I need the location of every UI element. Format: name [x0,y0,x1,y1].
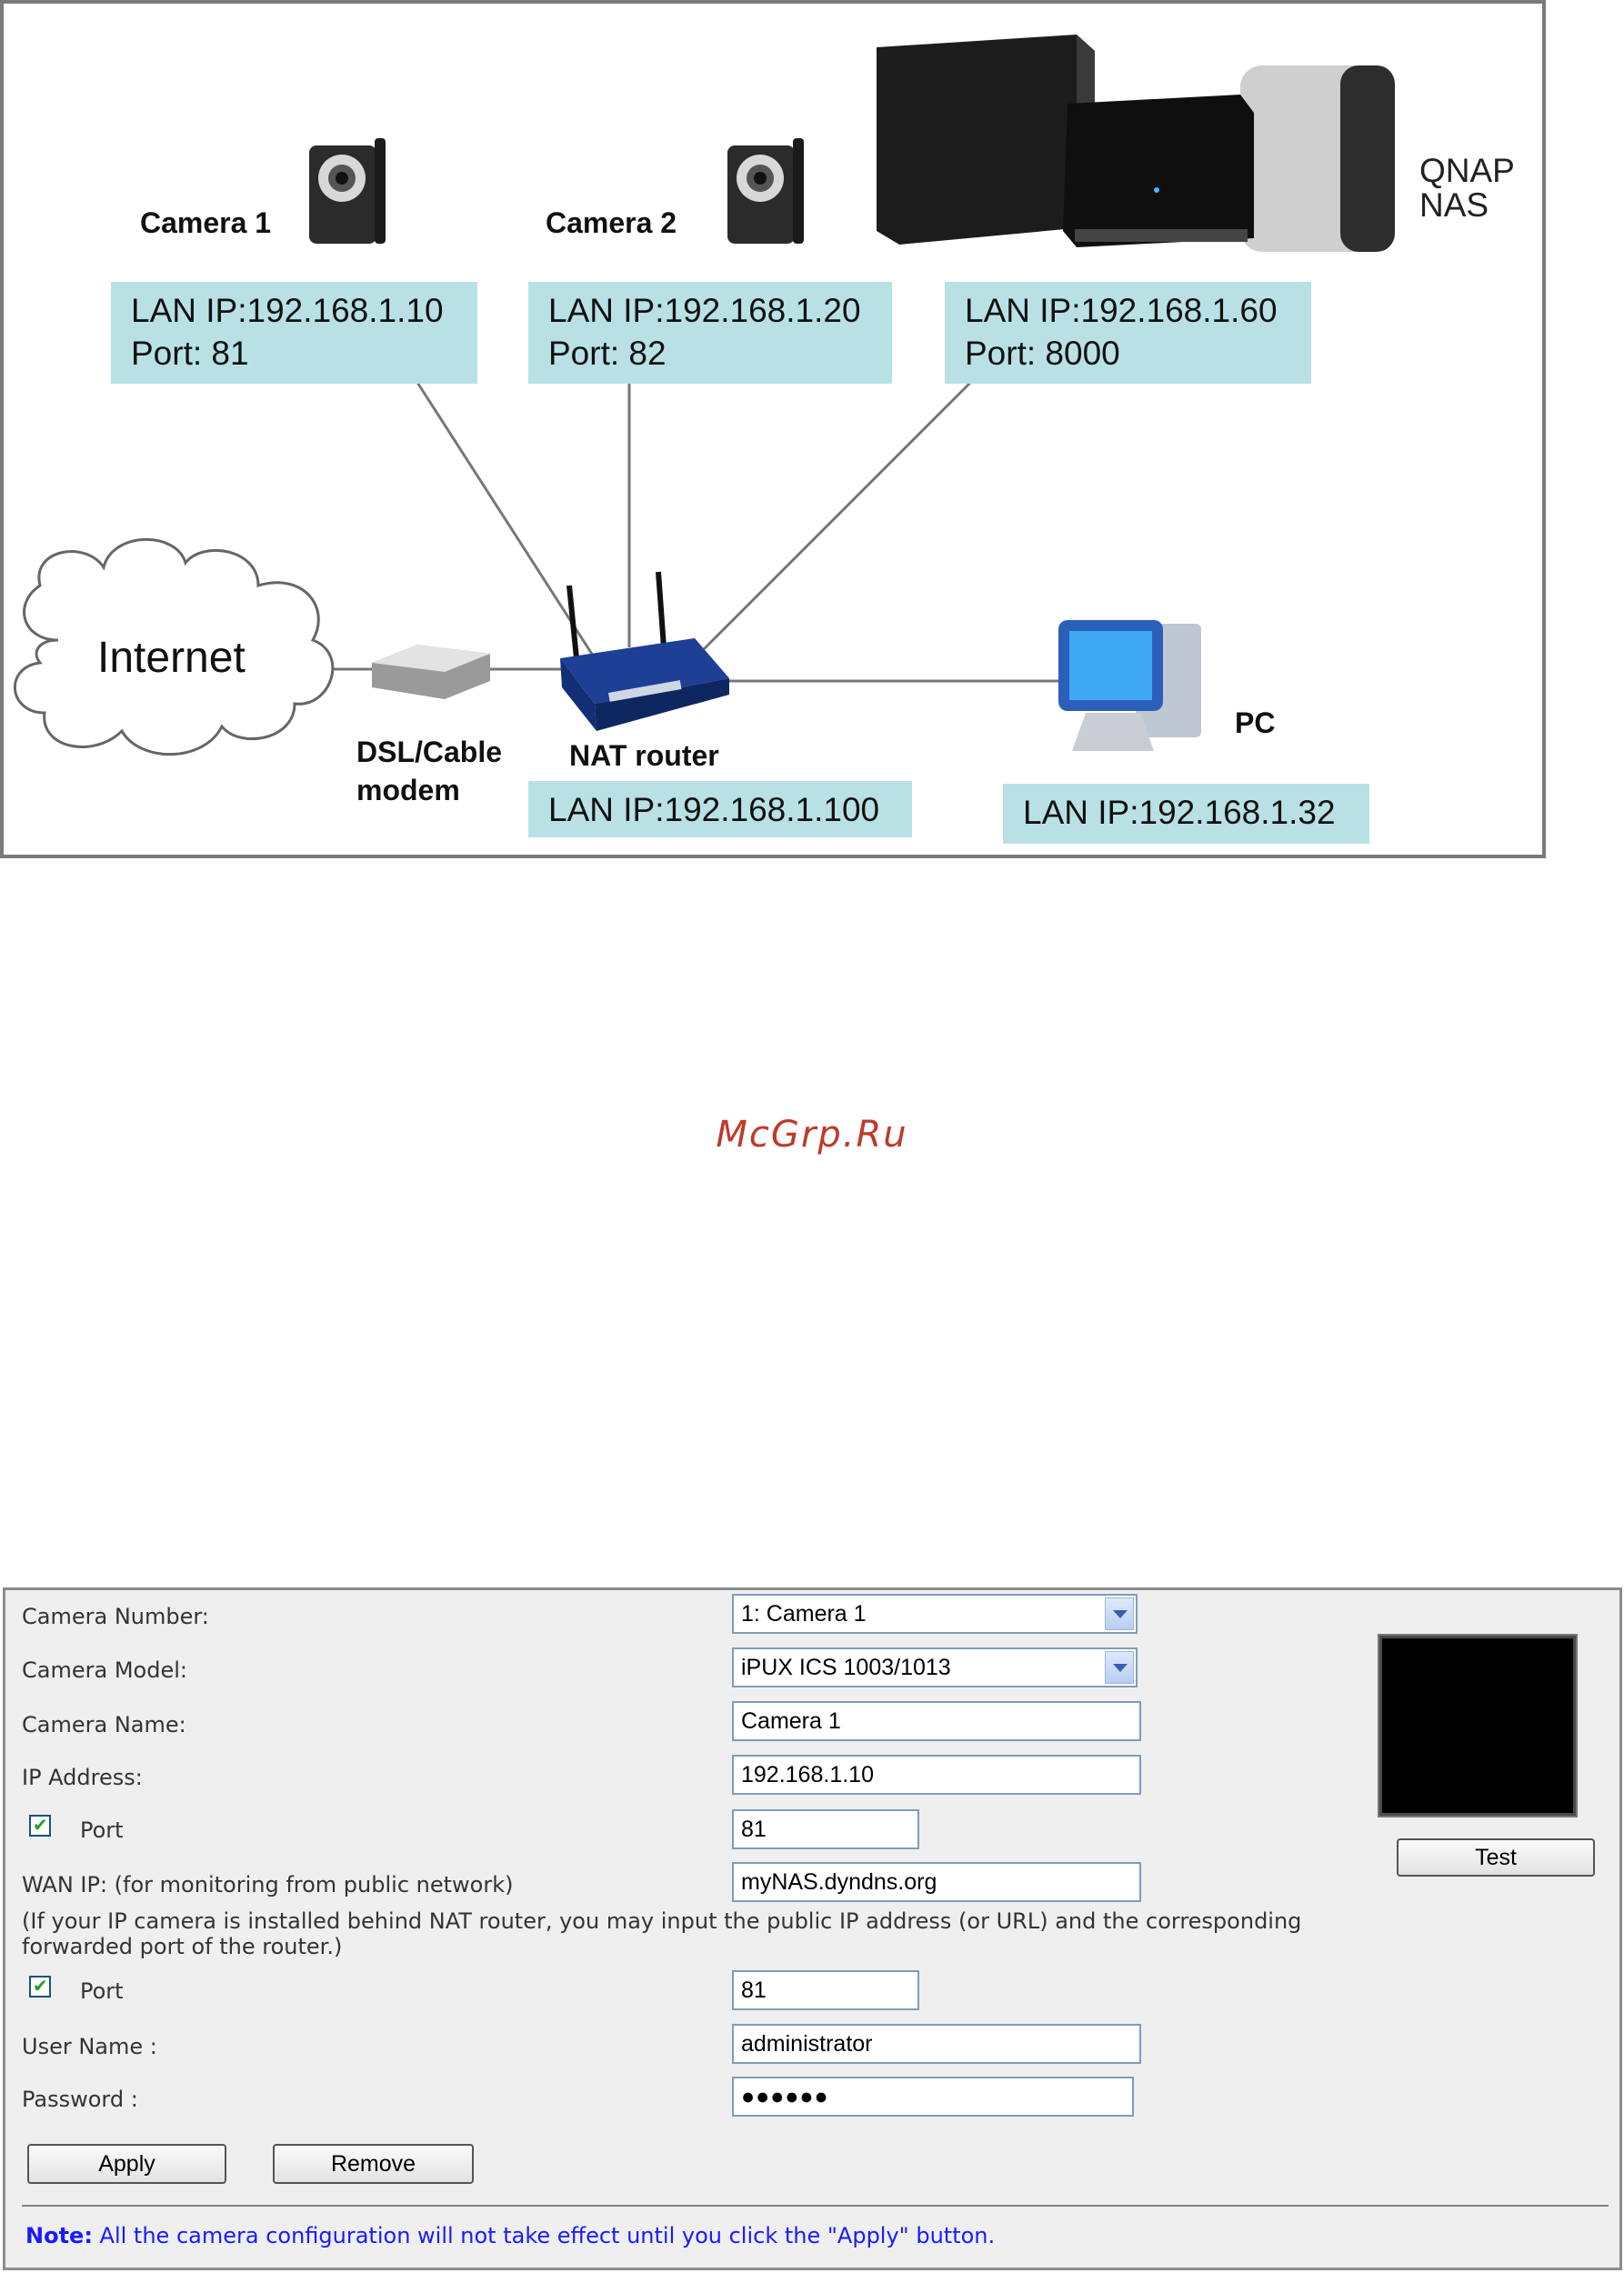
link-nas-router [693,376,977,660]
modem-label-line1: DSL/Cable [356,736,503,768]
link-camera1-router [413,377,596,659]
nat-hint-text: (If your IP camera is installed behind N… [22,1908,1302,1959]
nas-label-line1: QNAP [1419,152,1515,189]
network-diagram: Camera 1 Camera 2 LAN IP:192.168.1.10 Po… [0,0,1546,858]
apply-button[interactable]: Apply [27,2144,226,2184]
nas-port: Port: 8000 [965,335,1120,372]
chevron-down-icon[interactable] [1105,1651,1134,1684]
pc-ip-box: LAN IP:192.168.1.32 [1003,784,1369,844]
note-prefix: Note: [25,2223,93,2248]
camera-1-ip: LAN IP:192.168.1.10 [131,292,444,329]
chevron-down-icon[interactable] [1105,1597,1134,1630]
ip-address-label: IP Address: [22,1765,143,1790]
nas-label-line2: NAS [1419,186,1489,224]
router-icon [560,571,729,731]
router-label: NAT router [569,739,719,772]
test-button[interactable]: Test [1397,1838,1595,1877]
remove-button[interactable]: Remove [273,2144,474,2184]
camera-1-port: Port: 81 [131,335,249,372]
nas-icon [877,35,1395,252]
note-text: All the camera configuration will not ta… [92,2223,996,2248]
network-links [313,376,1058,683]
internet-cloud-icon [14,537,335,756]
apply-note: Note: All the camera configuration will … [25,2223,995,2248]
watermark: McGrp.Ru [716,1114,908,1156]
camera-2-ip-box: LAN IP:192.168.1.20 Port: 82 [528,282,892,384]
wan-ip-label: WAN IP: (for monitoring from public netw… [22,1872,514,1898]
port-label: Port [80,1817,124,1843]
camera-1-label: Camera 1 [140,206,272,239]
pc-ip: LAN IP:192.168.1.32 [1023,794,1336,831]
router-ip-box: LAN IP:192.168.1.100 [528,781,912,837]
wan-port-label: Port [80,1978,124,2004]
camera-name-input[interactable]: Camera 1 [732,1701,1141,1741]
pc-icon [1058,620,1201,751]
camera-model-label: Camera Model: [22,1657,187,1683]
nas-label: QNAP NAS [1419,154,1515,223]
nas-ip-box: LAN IP:192.168.1.60 Port: 8000 [945,282,1311,384]
modem-label-line2: modem [356,774,460,806]
camera-number-select[interactable]: 1: Camera 1 [732,1594,1138,1634]
divider [22,2205,1609,2207]
camera-2-icon [727,138,804,244]
modem-icon [372,645,490,699]
camera-1-ip-box: LAN IP:192.168.1.10 Port: 81 [111,282,477,384]
camera-number-value: 1: Camera 1 [741,1601,867,1627]
router-ip: LAN IP:192.168.1.100 [548,791,880,828]
camera-model-select[interactable]: iPUX ICS 1003/1013 [732,1647,1138,1687]
camera-settings-panel: Camera Number: 1: Camera 1 Camera Model:… [3,1587,1622,2270]
port-checkbox[interactable] [29,1814,51,1837]
pc-label: PC [1235,706,1276,739]
camera-number-label: Camera Number: [22,1604,209,1629]
wan-port-checkbox[interactable] [29,1975,51,1998]
camera-model-value: iPUX ICS 1003/1013 [741,1655,951,1680]
camera-2-port: Port: 82 [548,335,667,372]
camera-preview [1378,1634,1578,1817]
user-name-input[interactable]: administrator [732,2024,1141,2064]
password-input[interactable]: ●●●●●● [732,2077,1134,2117]
wan-port-input[interactable]: 81 [732,1970,919,2010]
diagram-graphics [14,35,1395,756]
wan-ip-input[interactable]: myNAS.dyndns.org [732,1862,1141,1902]
user-name-label: User Name : [22,2034,157,2059]
camera-2-ip: LAN IP:192.168.1.20 [548,292,861,329]
internet-label: Internet [97,634,246,682]
modem-label: DSL/Cable modem [356,733,502,809]
camera-2-label: Camera 2 [546,206,677,239]
ip-address-input[interactable]: 192.168.1.10 [732,1755,1141,1795]
camera-name-label: Camera Name: [22,1712,186,1737]
password-label: Password : [22,2087,138,2112]
camera-1-icon [309,138,386,244]
nas-ip: LAN IP:192.168.1.60 [965,292,1278,329]
port-input[interactable]: 81 [732,1809,919,1849]
